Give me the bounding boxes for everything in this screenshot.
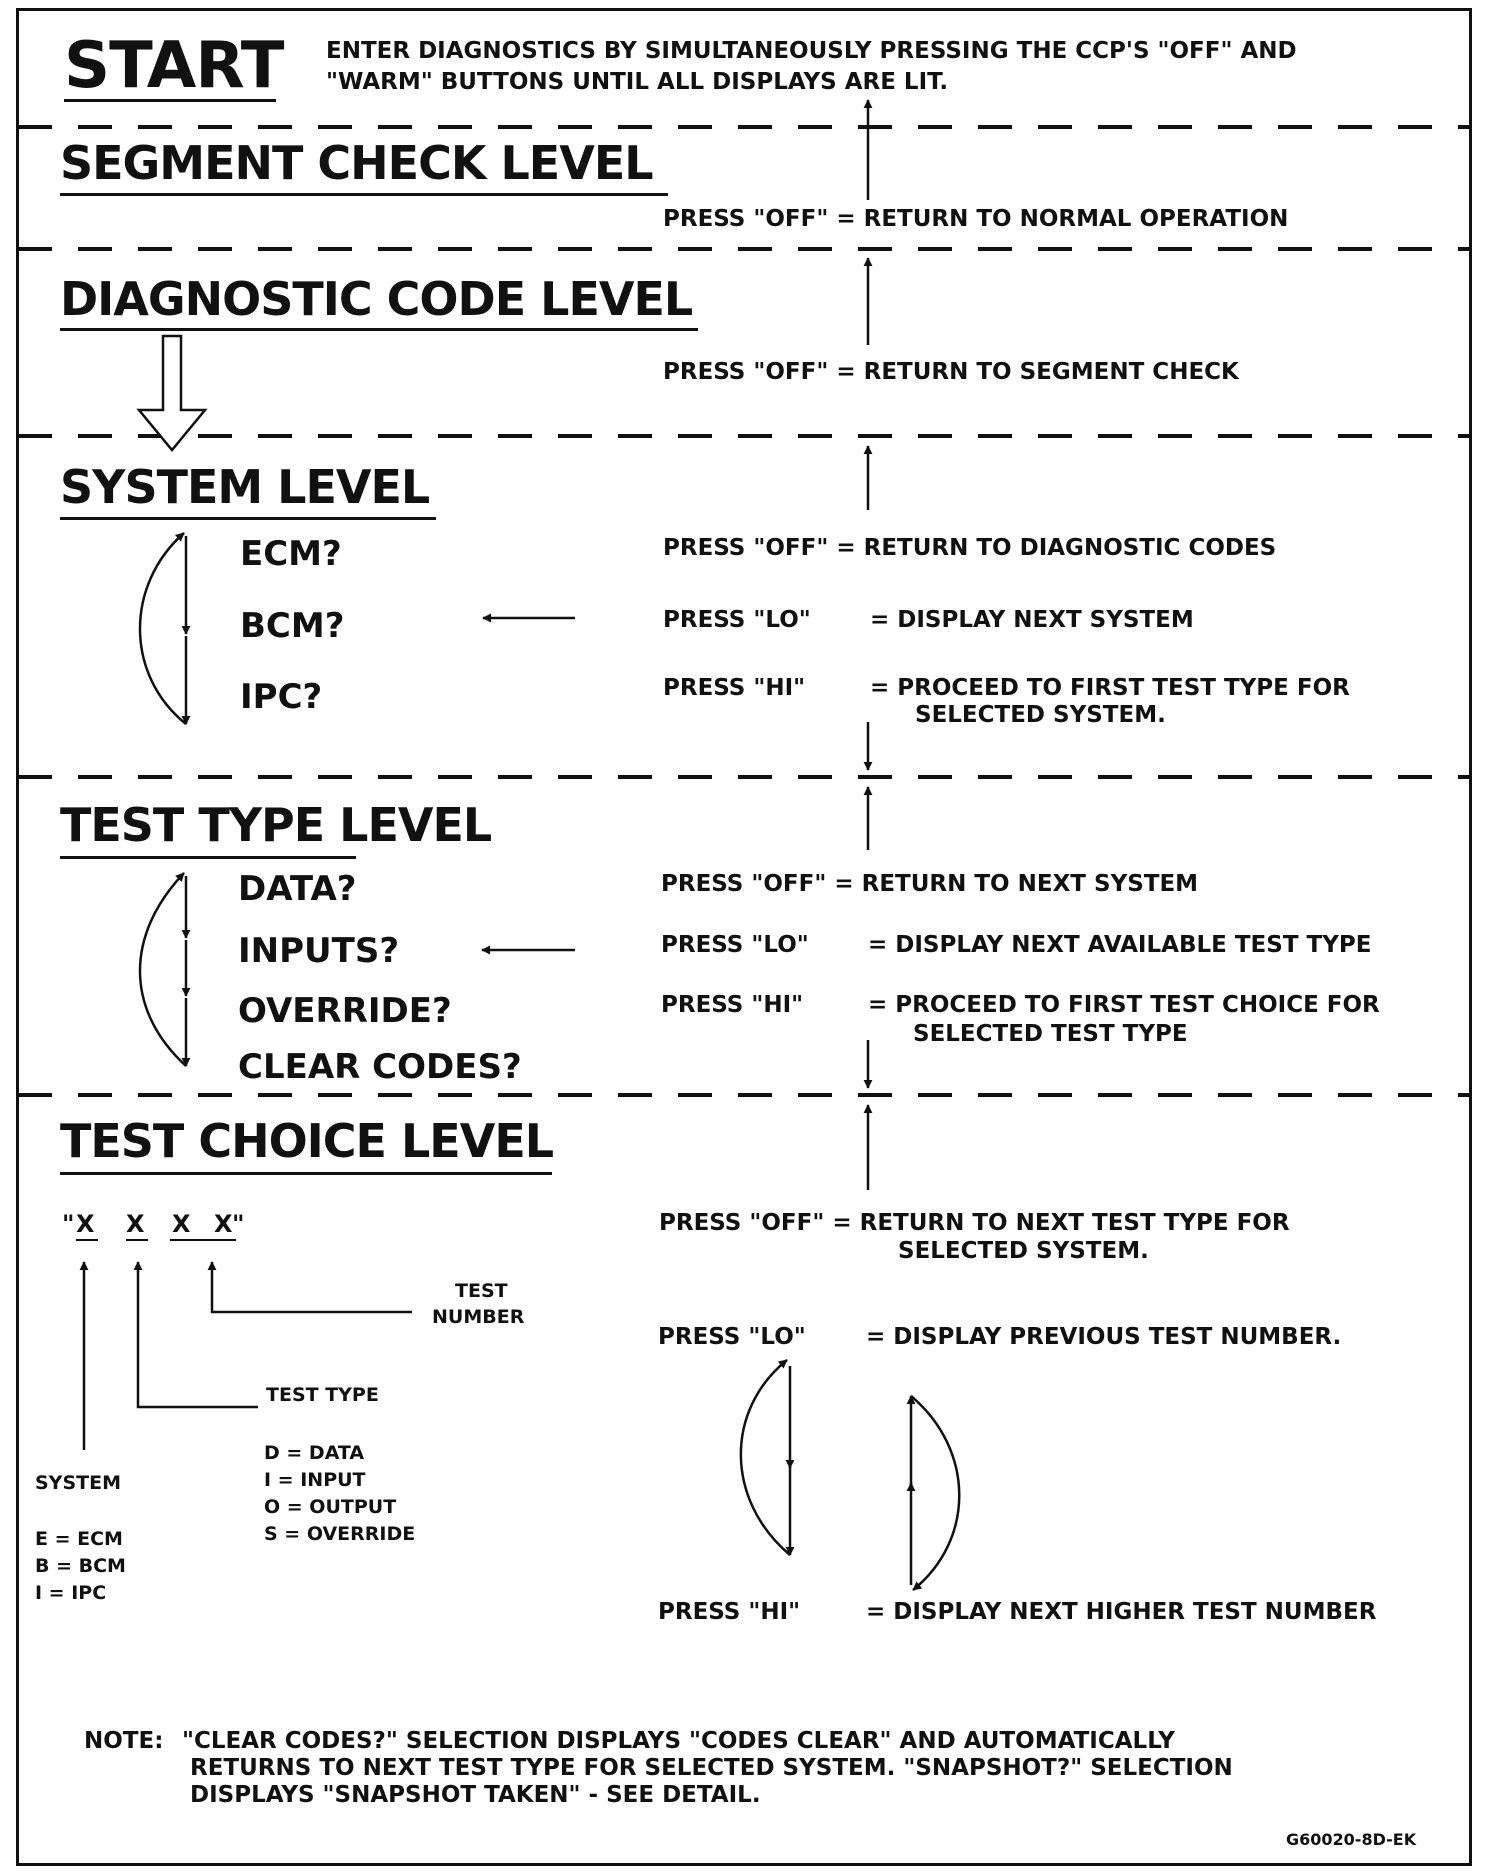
system-hi-key: PRESS "HI" [663,675,806,701]
system-item-bcm: BCM? [240,606,345,646]
system-off-action: PRESS "OFF" = RETURN TO DIAGNOSTIC CODES [663,535,1277,561]
test-type-item-data: DATA? [238,869,357,909]
test-type-legend-input: I = INPUT [264,1469,366,1491]
test-type-label: TEST TYPE [266,1384,379,1406]
code-open-quote: " [62,1210,75,1238]
segment-check-off-action: PRESS "OFF" = RETURN TO NORMAL OPERATION [663,206,1289,232]
start-title-underline [64,99,276,102]
test-type-off-action: PRESS "OFF" = RETURN TO NEXT SYSTEM [661,871,1199,897]
test-type-legend-override: S = OVERRIDE [264,1523,416,1545]
code-underline-system [76,1239,98,1241]
diagnostic-code-underline [60,328,698,331]
code-underline-test-type [126,1239,148,1241]
system-legend-ipc: I = IPC [35,1582,107,1604]
test-choice-off-action-line2: SELECTED SYSTEM. [898,1238,1149,1264]
test-type-hi-action-line1: = PROCEED TO FIRST TEST CHOICE FOR [868,992,1380,1018]
note-line2: RETURNS TO NEXT TEST TYPE FOR SELECTED S… [190,1755,1233,1781]
diagram-frame [16,8,1472,1866]
test-number-label-line2: NUMBER [432,1306,525,1328]
test-choice-level-underline [60,1172,552,1175]
hollow-down-arrow [136,334,208,452]
segment-check-title: SEGMENT CHECK LEVEL [60,136,654,190]
test-choice-lo-action: = DISPLAY PREVIOUS TEST NUMBER. [866,1324,1342,1350]
system-legend-ecm: E = ECM [35,1528,123,1550]
code-close-quote: " [232,1210,245,1238]
test-number-pointer-arrow [207,1261,412,1314]
test-choice-level-title: TEST CHOICE LEVEL [60,1114,554,1168]
system-item-ipc: IPC? [240,677,323,717]
note-label: NOTE: [84,1728,164,1754]
test-type-lo-key: PRESS "LO" [661,932,809,958]
system-hi-action-line1: = PROCEED TO FIRST TEST TYPE FOR [870,675,1350,701]
system-hi-action-line2: SELECTED SYSTEM. [915,702,1166,728]
start-title: START [64,29,284,103]
test-choice-lo-return [739,1359,791,1556]
code-char-test-number-2: X [214,1210,233,1238]
test-type-legend-output: O = OUTPUT [264,1496,397,1518]
system-lo-key: PRESS "LO" [663,607,811,633]
test-type-lo-action: = DISPLAY NEXT AVAILABLE TEST TYPE [868,932,1372,958]
start-instruction-line1: ENTER DIAGNOSTICS BY SIMULTANEOUSLY PRES… [326,38,1297,64]
system-lo-action: = DISPLAY NEXT SYSTEM [870,607,1194,633]
test-number-label-line1: TEST [455,1280,508,1302]
test-type-level-title: TEST TYPE LEVEL [60,798,492,852]
system-item-ecm: ECM? [240,534,342,574]
test-type-level-underline [60,856,356,859]
code-char-test-type: X [126,1210,145,1238]
test-type-item-clear-codes: CLEAR CODES? [238,1047,522,1087]
system-label: SYSTEM [35,1472,121,1494]
figure-id: G60020-8D-EK [1286,1830,1417,1849]
system-level-title: SYSTEM LEVEL [60,460,430,514]
test-choice-hi-action: = DISPLAY NEXT HIGHER TEST NUMBER [866,1599,1377,1625]
test-type-hi-action-line2: SELECTED TEST TYPE [913,1021,1188,1047]
test-choice-hi-key: PRESS "HI" [658,1599,801,1625]
test-choice-lo-key: PRESS "LO" [658,1324,806,1350]
test-choice-hi-return [910,1395,961,1591]
diagnostic-code-off-action: PRESS "OFF" = RETURN TO SEGMENT CHECK [663,359,1239,385]
test-type-hi-key: PRESS "HI" [661,992,804,1018]
test-type-item-inputs: INPUTS? [238,931,400,971]
system-level-underline [60,517,436,520]
test-type-pointer-arrow [133,1261,258,1409]
start-instruction-line2: "WARM" BUTTONS UNTIL ALL DISPLAYS ARE LI… [326,69,949,95]
system-legend-bcm: B = BCM [35,1555,126,1577]
test-choice-off-action-line1: PRESS "OFF" = RETURN TO NEXT TEST TYPE F… [659,1210,1290,1236]
test-type-legend-data: D = DATA [264,1442,365,1464]
diagnostic-code-title: DIAGNOSTIC CODE LEVEL [60,272,693,326]
test-type-cycle-return [138,872,187,1067]
test-type-item-override: OVERRIDE? [238,991,452,1031]
code-char-system: X [76,1210,95,1238]
segment-check-underline [60,193,668,196]
system-cycle-return [138,532,187,725]
code-underline-test-number [170,1239,236,1241]
code-char-test-number-1: X [172,1210,191,1238]
note-line1: "CLEAR CODES?" SELECTION DISPLAYS "CODES… [182,1728,1175,1754]
note-line3: DISPLAYS "SNAPSHOT TAKEN" - SEE DETAIL. [190,1782,761,1808]
